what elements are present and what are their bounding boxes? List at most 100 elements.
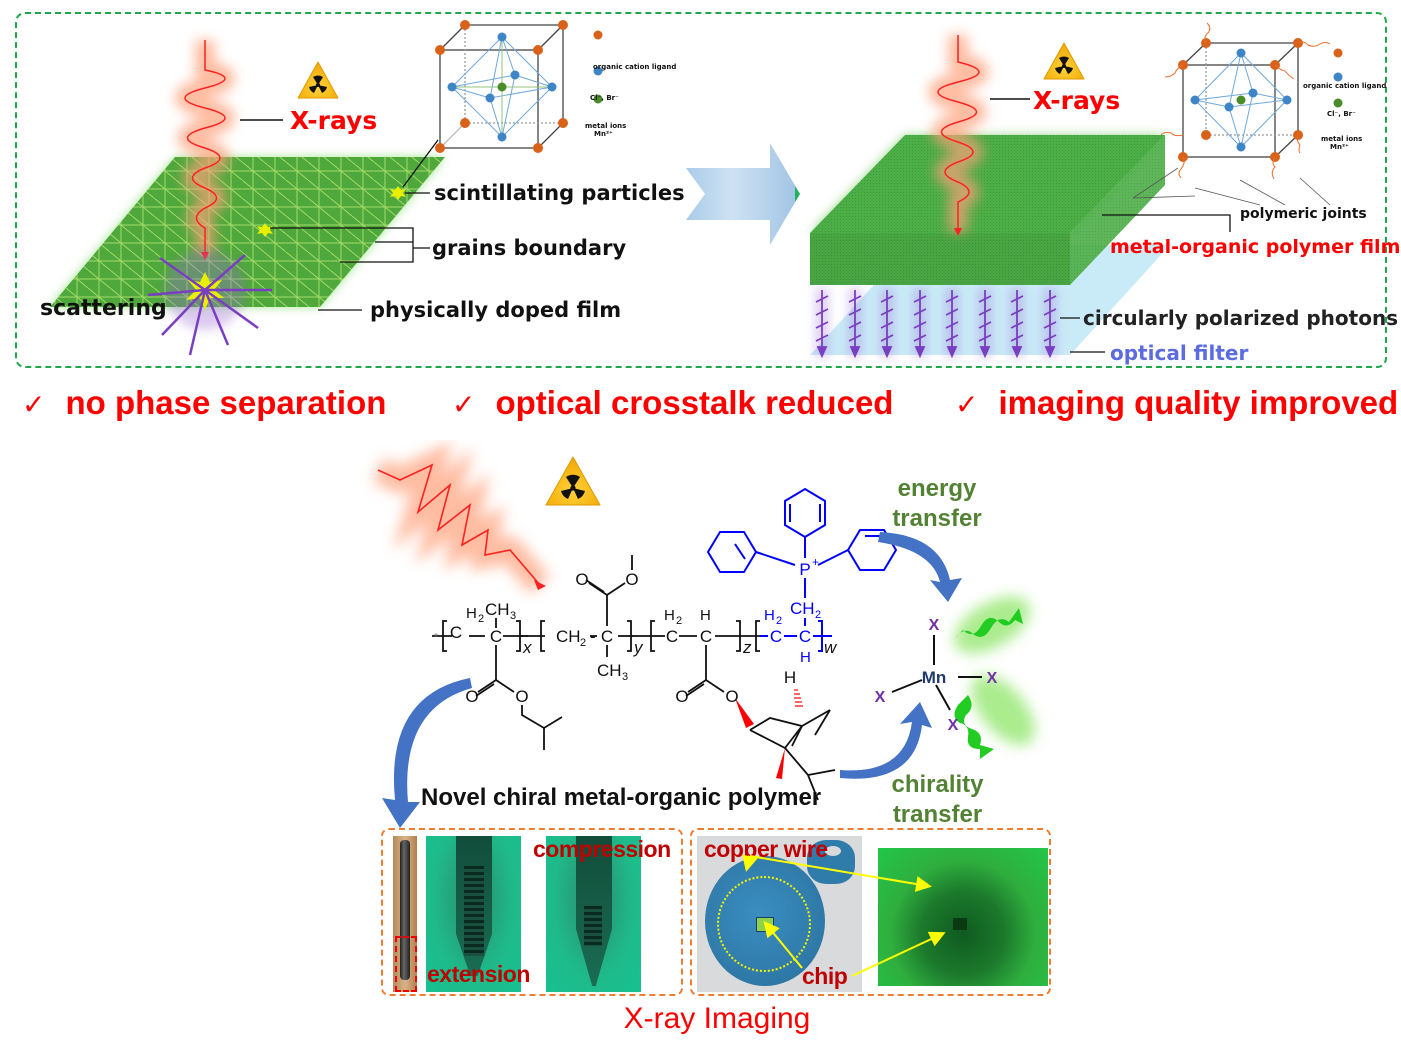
spring-icon [464, 866, 484, 956]
legend-metal-sub-left: Mn²⁺ [594, 130, 613, 138]
scattering-label: scattering [40, 296, 167, 321]
spring-icon [584, 906, 602, 946]
legend-halide-left: Cl⁻, Br⁻ [590, 94, 619, 102]
chirality-transfer-line2: transfer [892, 801, 983, 828]
phosphonium-unit [706, 487, 898, 652]
polarized-photons-label: circularly polarized photons [1083, 306, 1399, 330]
svg-text:C: C [799, 627, 811, 646]
advantage-item: ✓no phase separation [22, 384, 386, 422]
doped-film-label: physically doped film [370, 298, 622, 322]
subscript-w: w [824, 638, 838, 657]
svg-text:O: O [625, 570, 638, 589]
polymer-film [810, 135, 1165, 285]
advantage-text: optical crosstalk reduced [495, 384, 894, 421]
legend-halide-right: Cl⁻, Br⁻ [1327, 110, 1356, 118]
checkmark-icon: ✓ [22, 388, 46, 421]
mn-center-label: Mn [922, 668, 947, 687]
energy-transfer-line2: transfer [892, 505, 982, 532]
card-imaging-box: copper wire chip [690, 828, 1051, 996]
compression-label: compression [533, 836, 671, 862]
xray-label-left: X-rays [290, 106, 378, 135]
svg-text:-: - [590, 627, 596, 646]
legend-metal-right: metal ions [1321, 135, 1363, 143]
svg-text:CH: CH [485, 600, 510, 619]
comparison-panel [15, 12, 1387, 368]
svg-text:2: 2 [478, 613, 484, 625]
stereo-hash [794, 689, 803, 707]
svg-text:H: H [700, 607, 711, 624]
stereo-wedge [735, 698, 754, 728]
subscript-z: z [742, 638, 752, 657]
polarized-photons [815, 288, 1057, 359]
callout-arrows [742, 854, 946, 977]
energy-transfer-line1: energy [897, 475, 977, 502]
optical-filter-label: optical filter [1110, 341, 1249, 365]
radiation-warning-icon [297, 61, 339, 99]
repeat-subscripts: x y z w [522, 638, 838, 657]
svg-text:H: H [800, 649, 811, 666]
svg-text:C: C [601, 627, 613, 646]
svg-text:C: C [770, 627, 782, 646]
mn-complex: Mn X X X X [875, 596, 1035, 759]
ligand-x-label: X [875, 689, 886, 706]
svg-text:O: O [675, 687, 688, 706]
polymer-structure [432, 555, 836, 801]
svg-text:O: O [515, 687, 528, 706]
transition-arrow [686, 143, 800, 245]
perovskite-crystal-left [435, 20, 603, 153]
top-diagrams-svg [50, 20, 1343, 359]
svg-text:CH: CH [556, 627, 581, 646]
svg-text:O: O [725, 687, 738, 706]
legend-metal-sub-right: Mn²⁺ [1330, 143, 1349, 151]
imaging-arrow [382, 678, 472, 828]
svg-text:O: O [465, 687, 478, 706]
perovskite-crystal-right [1160, 22, 1343, 180]
chirality-transfer-arrow [840, 702, 932, 779]
svg-text:P: P [799, 560, 810, 579]
svg-text:C: C [490, 627, 502, 646]
chirality-transfer-line1: chirality [891, 771, 984, 798]
advantage-text: imaging quality improved [998, 384, 1399, 421]
xray-wave-left [175, 40, 283, 260]
svg-text:3: 3 [510, 610, 516, 622]
svg-text:O: O [575, 570, 588, 589]
svg-text:C: C [450, 623, 462, 642]
xray-pen-compression [546, 836, 641, 992]
svg-text:CH: CH [790, 599, 815, 618]
energy-transfer-arrow [878, 532, 962, 602]
extension-label: extension [427, 961, 530, 987]
doped-film [50, 157, 445, 307]
radiation-warning-icon [1043, 42, 1085, 80]
scattering-burst [147, 250, 272, 356]
pen-body [400, 840, 410, 980]
polymer-film-label: metal-organic polymer film [1110, 236, 1401, 258]
advantage-item: ✓ imaging quality improved [955, 384, 1398, 422]
svg-text:H: H [784, 668, 796, 687]
xray-card-image [878, 848, 1048, 986]
stereo-wedge [776, 748, 785, 779]
ligand-x-label: X [987, 670, 998, 687]
checkmark-icon: ✓ [955, 388, 979, 421]
svg-text:H: H [764, 607, 775, 624]
svg-text:C: C [700, 627, 712, 646]
xray-label-right: X-rays [1033, 86, 1121, 115]
legend-ligand-right: organic cation ligand [1303, 82, 1387, 90]
energy-transfer-label: energy transfer [882, 474, 992, 534]
chirality-transfer-label: chirality transfer [880, 770, 995, 830]
svg-text:3: 3 [622, 671, 628, 683]
polymeric-joints-label: polymeric joints [1240, 206, 1367, 222]
pen-highlight-box [395, 936, 417, 992]
svg-text:CH: CH [597, 661, 622, 680]
ligand-x-label: X [929, 617, 940, 634]
legend-metal-left: metal ions [585, 122, 627, 130]
svg-text:2: 2 [580, 637, 586, 649]
subscript-x: x [522, 638, 532, 657]
xray-wave-right [928, 35, 1030, 236]
xray-pen-extension [426, 836, 521, 992]
svg-text:2: 2 [776, 615, 782, 627]
leader-lines-left [270, 139, 439, 311]
copper-wire-outline [717, 876, 811, 972]
